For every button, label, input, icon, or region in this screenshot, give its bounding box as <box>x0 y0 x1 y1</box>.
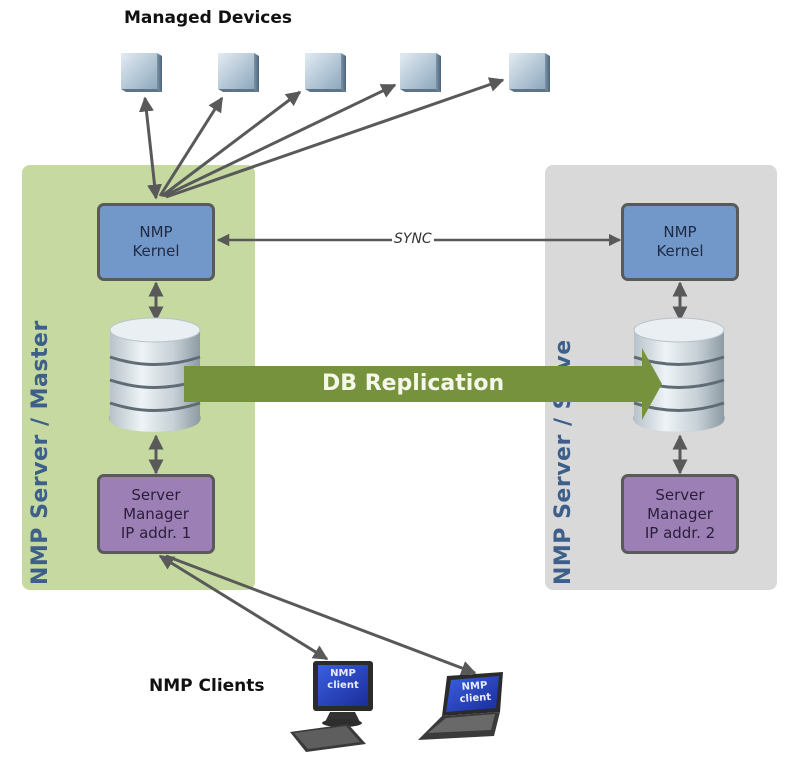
db-replication-arrow <box>184 348 662 420</box>
slave-manager-line2: Manager <box>647 504 713 523</box>
managed-devices-heading: Managed Devices <box>124 8 293 28</box>
desktop-screen-line1: NMP <box>330 668 356 679</box>
master-server-manager-box: Server Manager IP addr. 1 <box>97 474 215 554</box>
managed-device-5 <box>509 53 550 92</box>
client-link-desktop <box>158 554 329 661</box>
device-link-5 <box>165 77 505 199</box>
master-kernel-line2: Kernel <box>132 242 180 260</box>
managed-device-3 <box>305 53 346 92</box>
client-link-laptop <box>165 554 477 676</box>
laptop-client-icon <box>418 672 503 740</box>
slave-kernel-line2: Kernel <box>656 242 704 260</box>
slave-nmp-kernel-box: NMP Kernel <box>621 203 739 281</box>
managed-device-2 <box>218 53 259 92</box>
laptop-screen-text: NMP client <box>450 679 500 706</box>
master-manager-line1: Server <box>131 485 181 504</box>
device-link-2 <box>158 96 224 197</box>
db-replication-label: DB Replication <box>322 371 505 396</box>
managed-device-1 <box>121 53 162 92</box>
device-link-1 <box>139 96 162 200</box>
managed-device-4 <box>400 53 441 92</box>
master-manager-line2: Manager <box>123 504 189 523</box>
slave-manager-line1: Server <box>655 485 705 504</box>
desktop-screen-line2: client <box>327 680 359 691</box>
slave-server-manager-box: Server Manager IP addr. 2 <box>621 474 739 554</box>
desktop-screen-text: NMP client <box>318 668 368 692</box>
nmp-clients-heading: NMP Clients <box>149 676 265 696</box>
device-link-4 <box>163 83 397 198</box>
master-manager-line3: IP addr. 1 <box>120 523 192 542</box>
sync-label: SYNC <box>392 231 434 247</box>
master-kernel-line1: NMP <box>139 223 173 241</box>
slave-kernel-line1: NMP <box>663 223 697 241</box>
master-nmp-kernel-box: NMP Kernel <box>97 203 215 281</box>
device-link-3 <box>161 90 302 198</box>
desktop-client-icon <box>290 661 373 752</box>
slave-manager-line3: IP addr. 2 <box>644 523 716 542</box>
